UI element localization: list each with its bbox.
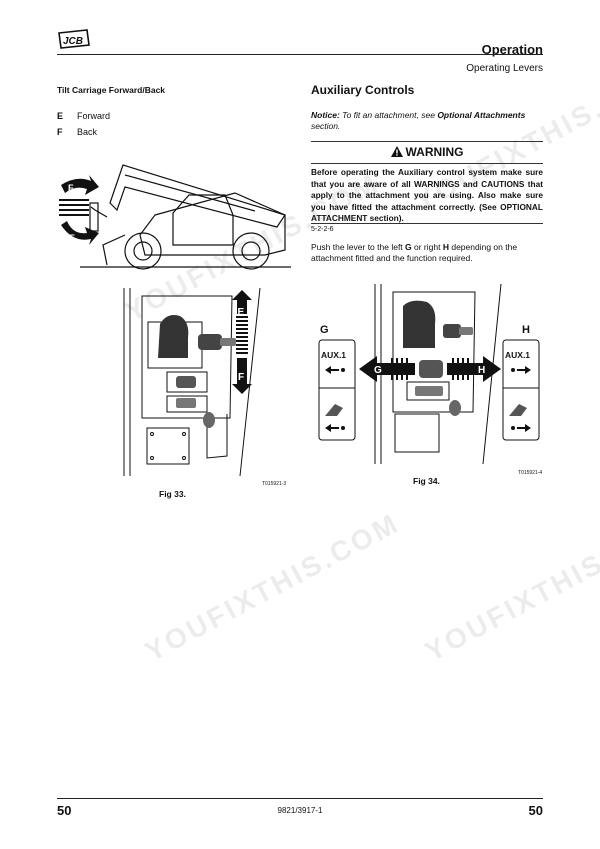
right-heading: Auxiliary Controls xyxy=(311,83,415,97)
page-number-right: 50 xyxy=(528,803,543,818)
svg-text:E: E xyxy=(238,307,245,318)
svg-text:F: F xyxy=(238,372,244,383)
item-key: F xyxy=(57,127,63,137)
fig34-aux-illustration: G H AUX.1 AUX.1 xyxy=(318,284,540,465)
warning-rule xyxy=(311,141,543,142)
svg-text:H: H xyxy=(478,365,485,376)
warning-text: Before operating the Auxiliary control s… xyxy=(311,167,543,223)
key-g-label: G xyxy=(320,324,329,336)
figure-code: T015921-4 xyxy=(518,470,543,476)
list-item: E Forward xyxy=(57,111,110,121)
watermark: YOUFIXTHIS.COM xyxy=(420,507,600,668)
document-number: 9821/3917-1 xyxy=(277,806,323,815)
svg-text:E: E xyxy=(69,233,75,243)
figure-caption: Fig 33. xyxy=(159,489,186,499)
warning-rule xyxy=(311,223,543,224)
header-rule xyxy=(57,54,543,55)
svg-text:AUX.1: AUX.1 xyxy=(321,350,346,360)
svg-text:F: F xyxy=(68,183,74,193)
footer-rule xyxy=(57,798,543,799)
warning-title: WARNING xyxy=(311,145,543,159)
figure-caption: Fig 34. xyxy=(413,476,440,486)
figure-code: T015921-3 xyxy=(262,481,287,487)
fig33-lever-illustration: E F xyxy=(123,288,261,477)
section-title: Operation xyxy=(481,42,543,57)
warning-rule xyxy=(311,163,543,164)
page-number-left: 50 xyxy=(57,803,72,818)
svg-text:G: G xyxy=(374,365,382,376)
left-heading: Tilt Carriage Forward/Back xyxy=(57,85,166,95)
jcb-logo: JCB xyxy=(58,29,90,49)
item-key: E xyxy=(57,111,64,121)
svg-text:AUX.1: AUX.1 xyxy=(505,350,530,360)
warning-triangle-icon xyxy=(390,146,403,157)
svg-text:JCB: JCB xyxy=(63,36,83,47)
list-item: F Back xyxy=(57,127,97,137)
item-label: Forward xyxy=(77,111,111,121)
instruction-text: Push the lever to the left G or right H … xyxy=(311,242,518,263)
item-label: Back xyxy=(77,127,98,137)
notice-text: Notice: To fit an attachment, see Option… xyxy=(311,110,526,131)
telehandler-illustration: F E xyxy=(59,164,291,270)
watermark: YOUFIXTHIS.COM xyxy=(140,507,405,668)
key-h-label: H xyxy=(522,324,530,336)
section-subtitle: Operating Levers xyxy=(466,63,543,74)
warning-code: 5-2-2-6 xyxy=(311,226,334,233)
